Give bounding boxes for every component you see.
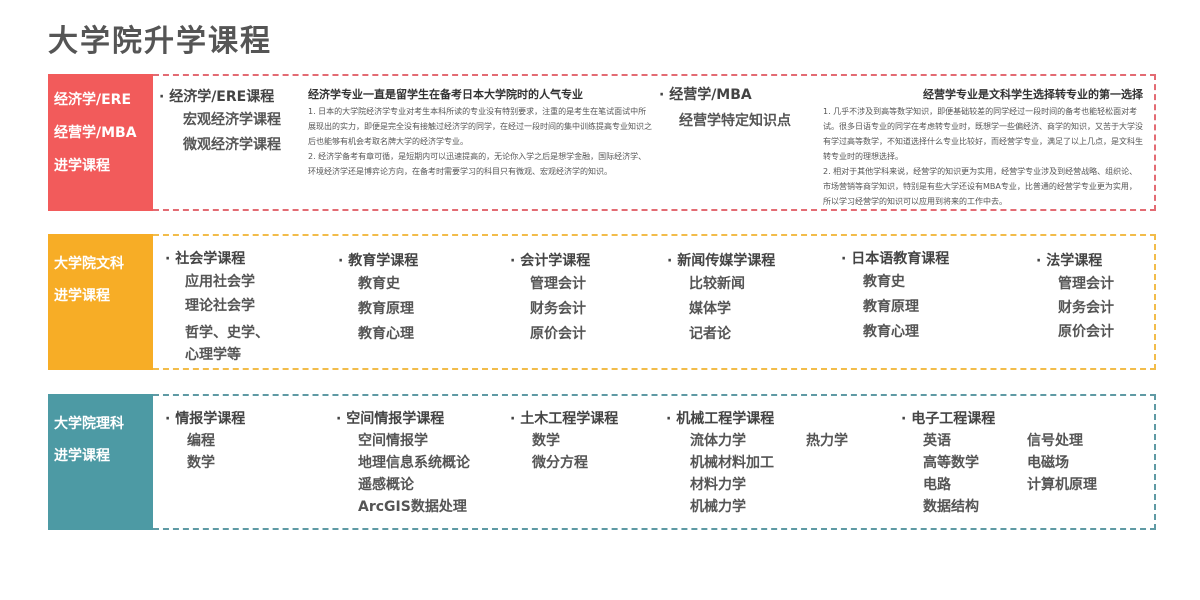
section-economics-mba: 经济学/ERE 经营学/MBA 进学课程 · 经济学/ERE课程 宏观经济学课程… xyxy=(48,74,1156,211)
course-column-electronic-extra: 信号处理 电磁场 计算机原理 xyxy=(1027,430,1097,496)
section-label-line: 进学课程 xyxy=(54,288,110,304)
course-column-education: · 教育学课程 教育史 教育原理 教育心理 xyxy=(338,250,418,347)
section-label-line: 经营学/MBA xyxy=(54,125,137,141)
section-label: 大学院文科 进学课程 xyxy=(48,234,153,370)
course-item: 管理会计 xyxy=(530,276,586,292)
course-item: ArcGIS数据处理 xyxy=(358,499,467,515)
course-heading: · 教育学课程 xyxy=(338,253,419,269)
course-column-economics: · 经济学/ERE课程 宏观经济学课程 微观经济学课程 xyxy=(159,86,281,158)
description-title: 经济学专业一直是留学生在备考日本大学院时的人气专业 xyxy=(308,88,583,101)
section-content: · 经济学/ERE课程 宏观经济学课程 微观经济学课程 经济学专业一直是留学生在… xyxy=(153,74,1156,211)
description-paragraph: 1. 几乎不涉及到高等数学知识，即便基础较差的同学经过一段时间的备考也能轻松面对… xyxy=(823,107,1143,161)
course-item: 微观经济学课程 xyxy=(183,137,281,153)
course-item: 流体力学 xyxy=(690,433,746,449)
course-item: 电磁场 xyxy=(1027,455,1069,471)
section-label-line: 大学院理科 xyxy=(54,416,124,432)
description-title: 经营学专业是文科学生选择转专业的第一选择 xyxy=(923,88,1143,101)
course-item: 媒体学 xyxy=(689,301,731,317)
course-heading: · 经营学/MBA xyxy=(659,87,752,103)
course-item: 管理会计 xyxy=(1058,276,1114,292)
course-heading: · 经济学/ERE课程 xyxy=(159,89,275,105)
mba-description: 经营学专业是文科学生选择转专业的第一选择 1. 几乎不涉及到高等数学知识，即便基… xyxy=(823,86,1143,209)
course-column-journalism: · 新闻传媒学课程 比较新闻 媒体学 记者论 xyxy=(667,250,775,347)
course-item: 教育史 xyxy=(358,276,400,292)
course-item: 教育原理 xyxy=(863,299,919,315)
course-column-accounting: · 会计学课程 管理会计 财务会计 原价会计 xyxy=(510,250,590,347)
section-content: · 情报学课程 编程 数学 · 空间情报学课程 空间情报学 地理信息系统概论 遥… xyxy=(153,394,1156,530)
course-item: 遥感概论 xyxy=(358,477,414,493)
course-item: 应用社会学 xyxy=(185,274,255,290)
course-column-informatics: · 情报学课程 编程 数学 xyxy=(165,408,245,474)
course-item: 机械材料加工 xyxy=(690,455,774,471)
course-item: 财务会计 xyxy=(1058,300,1114,316)
course-column-sociology: · 社会学课程 应用社会学 理论社会学 哲学、史学、 心理学等 xyxy=(165,248,269,364)
course-heading: · 会计学课程 xyxy=(510,253,591,269)
course-column-mechanical-extra: 热力学 xyxy=(806,430,848,452)
course-item: 财务会计 xyxy=(530,301,586,317)
course-heading: · 情报学课程 xyxy=(165,411,246,427)
course-item: 微分方程 xyxy=(532,455,588,471)
course-item: 数学 xyxy=(187,455,215,471)
course-item: 宏观经济学课程 xyxy=(183,112,281,128)
description-paragraph: 1. 日本的大学院经济学专业对考生本科所读的专业没有特别要求，注重的是考生在笔试… xyxy=(308,107,652,146)
course-item: 英语 xyxy=(923,433,951,449)
course-column-spatial-informatics: · 空间情报学课程 空间情报学 地理信息系统概论 遥感概论 ArcGIS数据处理 xyxy=(336,408,470,518)
course-item: 高等数学 xyxy=(923,455,979,471)
section-content: · 社会学课程 应用社会学 理论社会学 哲学、史学、 心理学等 · 教育学课程 … xyxy=(153,234,1156,370)
course-item: 机械力学 xyxy=(690,499,746,515)
course-item: 空间情报学 xyxy=(358,433,428,449)
course-item: 电路 xyxy=(923,477,951,493)
course-column-law: · 法学课程 管理会计 财务会计 原价会计 xyxy=(1036,250,1114,344)
economics-description: 经济学专业一直是留学生在备考日本大学院时的人气专业 1. 日本的大学院经济学专业… xyxy=(308,86,653,179)
course-item: 比较新闻 xyxy=(689,276,745,292)
course-heading: · 空间情报学课程 xyxy=(336,411,445,427)
section-label-line: 进学课程 xyxy=(54,158,110,174)
section-label-line: 进学课程 xyxy=(54,448,110,464)
course-heading: · 机械工程学课程 xyxy=(666,411,775,427)
section-humanities: 大学院文科 进学课程 · 社会学课程 应用社会学 理论社会学 哲学、史学、 心理… xyxy=(48,234,1156,370)
course-heading: · 法学课程 xyxy=(1036,253,1103,269)
description-paragraph: 2. 经济学备考有章可循，是短期内可以迅速提高的，无论你入学之后是想学金融，国际… xyxy=(308,152,647,176)
course-item: 编程 xyxy=(187,433,215,449)
course-column-mechanical-engineering: · 机械工程学课程 流体力学 机械材料加工 材料力学 机械力学 xyxy=(666,408,774,518)
course-item: 理论社会学 xyxy=(185,298,255,314)
course-heading: · 电子工程课程 xyxy=(901,411,996,427)
course-item: 教育心理 xyxy=(863,324,919,340)
section-sciences: 大学院理科 进学课程 · 情报学课程 编程 数学 · 空间情报学课程 空间情报学… xyxy=(48,394,1156,530)
course-item: 信号处理 xyxy=(1027,433,1083,449)
course-column-civil-engineering: · 土木工程学课程 数学 微分方程 xyxy=(510,408,618,474)
page-title: 大学院升学课程 xyxy=(48,24,272,59)
course-column-japanese-education: · 日本语教育课程 教育史 教育原理 教育心理 xyxy=(841,248,949,345)
course-item: 材料力学 xyxy=(690,477,746,493)
course-heading: · 日本语教育课程 xyxy=(841,251,950,267)
course-heading: · 土木工程学课程 xyxy=(510,411,619,427)
section-label-line: 大学院文科 xyxy=(54,256,124,272)
course-item: 计算机原理 xyxy=(1027,477,1097,493)
course-item: 数据结构 xyxy=(923,499,979,515)
course-column-mba: · 经营学/MBA 经营学特定知识点 xyxy=(659,84,791,136)
course-item: 原价会计 xyxy=(1058,324,1114,340)
section-label-line: 经济学/ERE xyxy=(54,92,132,108)
course-item: 原价会计 xyxy=(530,326,586,342)
course-item: 教育史 xyxy=(863,274,905,290)
course-item: 教育原理 xyxy=(358,301,414,317)
course-item: 记者论 xyxy=(689,326,731,342)
course-item: 热力学 xyxy=(806,433,848,449)
course-item: 地理信息系统概论 xyxy=(358,455,470,471)
course-item: 哲学、史学、 xyxy=(185,325,269,341)
course-item: 经营学特定知识点 xyxy=(679,113,791,129)
course-heading: · 新闻传媒学课程 xyxy=(667,253,776,269)
course-heading: · 社会学课程 xyxy=(165,251,246,267)
section-label: 大学院理科 进学课程 xyxy=(48,394,153,530)
course-column-electronic-engineering: · 电子工程课程 英语 高等数学 电路 数据结构 xyxy=(901,408,995,518)
course-item: 心理学等 xyxy=(185,347,241,363)
course-item: 教育心理 xyxy=(358,326,414,342)
course-item: 数学 xyxy=(532,433,560,449)
section-label: 经济学/ERE 经营学/MBA 进学课程 xyxy=(48,74,153,211)
description-paragraph: 2. 相对于其他学科来说，经营学的知识更为实用，经营学专业涉及到经营战略、组织论… xyxy=(823,167,1138,206)
